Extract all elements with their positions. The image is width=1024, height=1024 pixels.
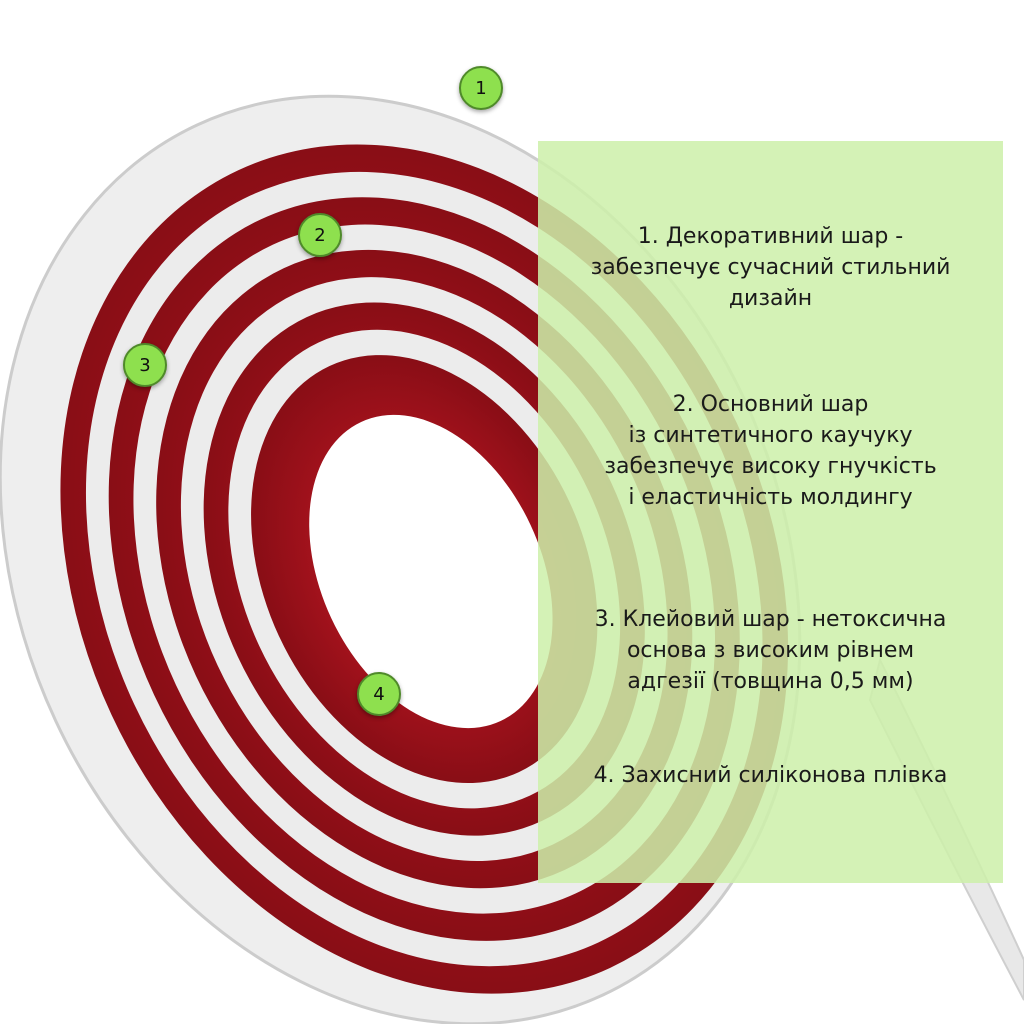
callout-3-line: 3. Клейовий шар - нетоксична [594,607,947,632]
callout-3-text: 3. Клейовий шар - нетоксична основа з ви… [538,604,1003,697]
callout-2-line: і еластичність молдингу [628,485,913,510]
marker-badge-4: 4 [357,672,401,716]
callout-4-line: 4. Захисний силіконова плівка [593,763,948,788]
callout-2-line: забезпечує високу гнучкість [604,454,937,479]
marker-badge-2: 2 [298,213,342,257]
callout-2-line: 2. Основний шар [672,392,869,417]
callout-4-text: 4. Захисний силіконова плівка [538,760,1003,791]
callout-1-text: 1. Декоративний шар - забезпечує сучасни… [538,221,1003,314]
marker-badge-1: 1 [459,66,503,110]
info-panel [538,141,1003,883]
callout-3-line: адгезії (товщина 0,5 мм) [627,669,914,694]
callout-2-text: 2. Основний шар із синтетичного каучуку … [538,389,1003,513]
callout-1-line: забезпечує сучасний стильний [590,255,951,280]
callout-2-line: із синтетичного каучуку [628,423,913,448]
callout-3-line: основа з високим рівнем [626,638,915,663]
callout-1-line: дизайн [728,286,813,311]
marker-badge-3: 3 [123,343,167,387]
callout-1-line: 1. Декоративний шар - [637,224,904,249]
